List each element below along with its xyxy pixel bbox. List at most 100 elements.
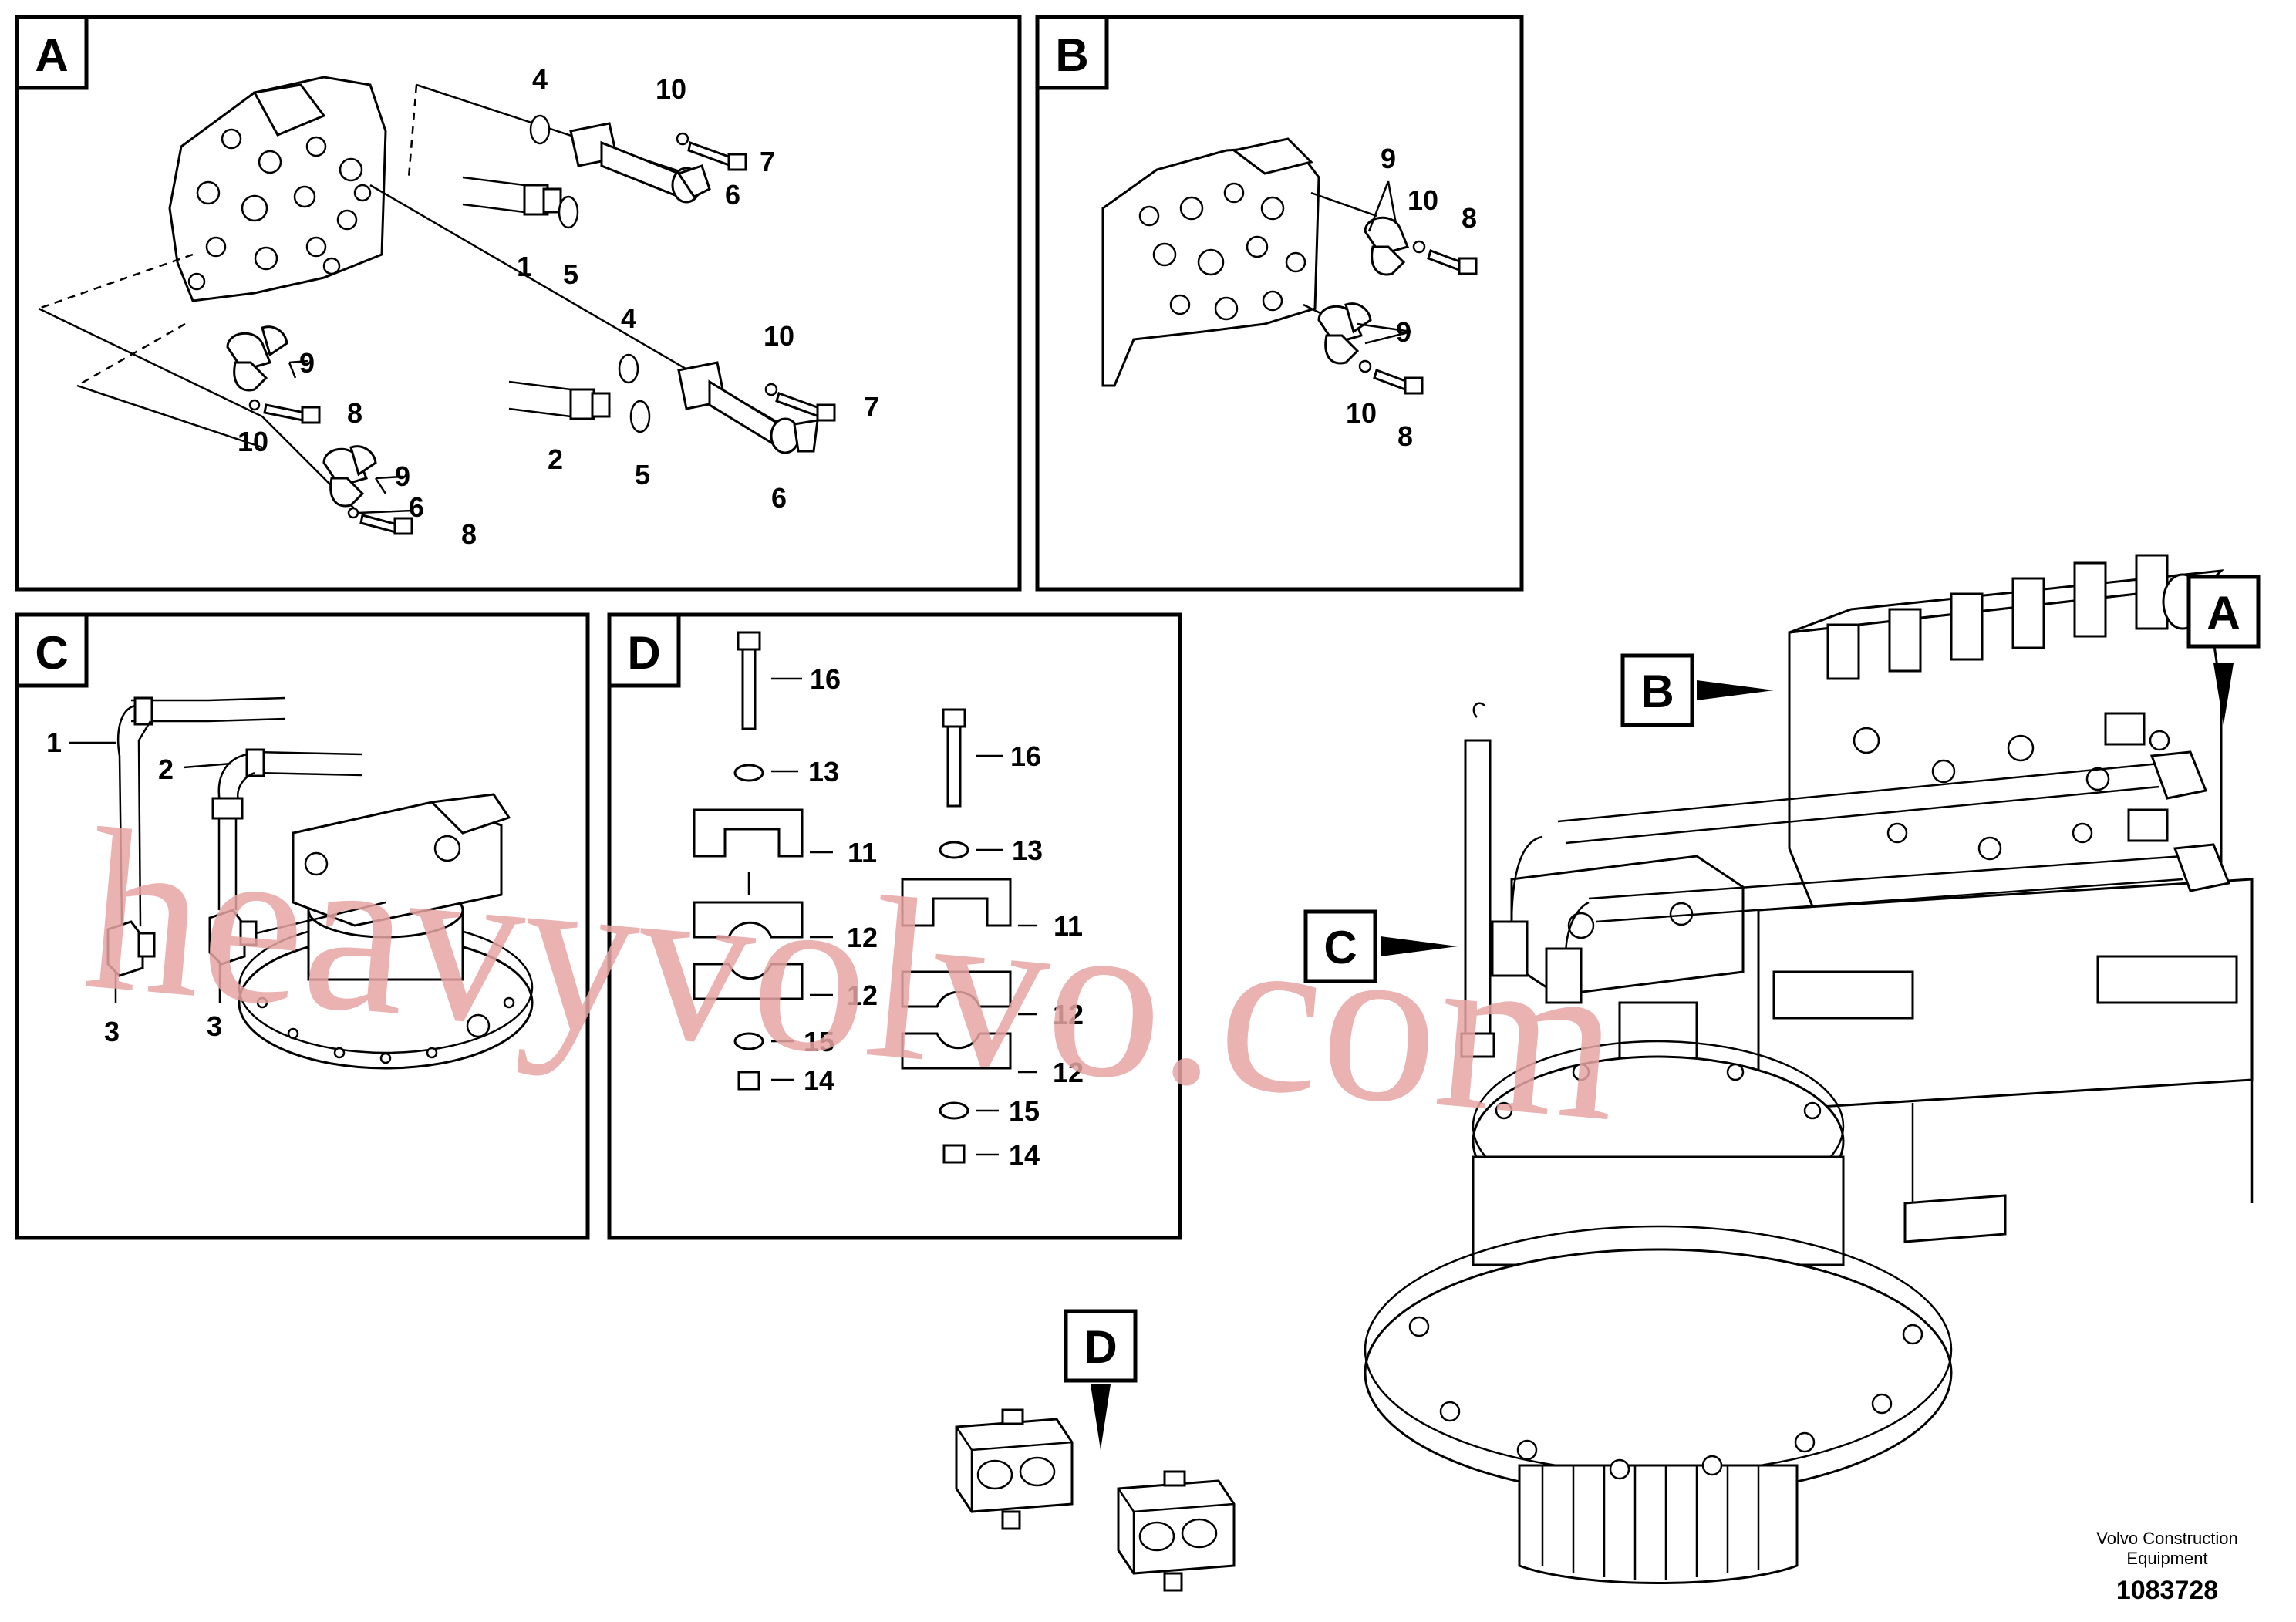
panel-a-frame: [15, 15, 1022, 592]
swing-motor-c: [238, 793, 534, 1070]
callout-b-label: B: [1640, 666, 1674, 717]
panel-a-tag-box: [15, 15, 89, 90]
credit-line-1: Volvo Construction: [2096, 1529, 2237, 1548]
hose-clamp-block-right: [1117, 1470, 1236, 1592]
panel-b: B: [1035, 15, 1524, 592]
callout-c-label: C: [1323, 922, 1357, 973]
label-14: 14: [804, 1064, 834, 1096]
panel-b-frame: [1035, 15, 1524, 592]
panel-d: D 16 13 11 12 12 15 14: [607, 612, 1182, 1240]
bolt-8-b-lower: [1358, 359, 1424, 395]
bolt-8-b-upper: [1412, 240, 1478, 275]
callout-a-label: A: [2207, 587, 2240, 639]
swing-motor-main: [1364, 855, 1953, 1584]
flange-6-lower: [677, 361, 819, 454]
label-11: 11: [1054, 910, 1083, 942]
leader-line: [38, 307, 356, 510]
label-11: 11: [848, 837, 877, 868]
panel-c-tag: C: [35, 627, 68, 679]
bolt-7-lower: [764, 383, 836, 422]
o-ring-5: [629, 400, 651, 433]
leader-line: [747, 677, 833, 1081]
label-8: 8: [1462, 202, 1477, 234]
label-10: 10: [1408, 184, 1438, 216]
callout-d: D: [1064, 1309, 1138, 1450]
panel-a: A: [15, 15, 1022, 592]
label-12: 12: [847, 922, 878, 953]
label-9: 9: [299, 347, 315, 379]
flange-6-upper: [569, 122, 711, 204]
lifting-rod: [1460, 702, 1495, 1058]
panel-b-tag: B: [1055, 29, 1088, 81]
bolt-8-lower: [347, 507, 413, 535]
panel-d-tag: D: [627, 627, 660, 679]
label-12: 12: [847, 980, 878, 1011]
split-flange-9-b-upper: [1364, 216, 1410, 276]
main-control-valve: [1788, 554, 2225, 927]
label-9: 9: [395, 460, 410, 492]
hose-2-c: [211, 748, 363, 910]
callout-d-arrow: [1091, 1384, 1111, 1450]
label-16: 16: [810, 663, 841, 695]
main-hoses: [1491, 712, 2231, 1004]
split-flange-9-lower: [322, 445, 377, 508]
o-ring-4: [529, 114, 551, 145]
split-flange-9-upper: [226, 325, 288, 392]
split-flange-9-b-lower: [1317, 302, 1372, 365]
control-valve-section-b: [1101, 137, 1320, 387]
label-8: 8: [461, 518, 477, 550]
label-9: 9: [1381, 143, 1396, 174]
fitting-3-right: [208, 901, 386, 1003]
leader-line: [1357, 180, 1412, 345]
leader-line: [288, 359, 413, 514]
fitting-3-left: [106, 920, 156, 1003]
label-6: 6: [409, 491, 424, 523]
credit-line-2: Equipment: [2126, 1549, 2207, 1568]
label-10: 10: [656, 73, 686, 105]
callout-b-arrow: [1697, 680, 1774, 700]
callout-a-arrow: [2213, 663, 2234, 725]
label-7: 7: [864, 391, 879, 423]
panel-d-tag-box: [607, 612, 681, 688]
panel-c-frame: [15, 612, 590, 1240]
leader-line: [976, 754, 1037, 1156]
dashed-line: [38, 253, 194, 387]
callout-c: C: [1303, 909, 1458, 983]
callout-d-label: D: [1084, 1321, 1117, 1373]
clamp-assembly-right: [901, 708, 1037, 1164]
label-8: 8: [347, 397, 362, 429]
label-13: 13: [808, 756, 839, 787]
label-1: 1: [46, 727, 62, 758]
label-13: 13: [1012, 835, 1043, 866]
panel-d-frame: [607, 612, 1182, 1240]
panel-b-tag-box: [1035, 15, 1109, 90]
bolt-7-upper: [676, 132, 747, 171]
hose-1: [462, 176, 562, 216]
callout-c-arrow: [1381, 936, 1458, 956]
label-15: 15: [1009, 1095, 1040, 1127]
label-3: 3: [207, 1010, 222, 1042]
hose-1-c: [116, 696, 286, 926]
label-5: 5: [635, 459, 650, 491]
label-15: 15: [804, 1026, 834, 1057]
hose-2: [508, 380, 611, 420]
clamp-assembly-left: [693, 631, 833, 1091]
control-valve-section-a: [168, 76, 387, 302]
label-8: 8: [1397, 420, 1413, 452]
label-10: 10: [238, 426, 268, 457]
label-4: 4: [621, 302, 636, 334]
label-12: 12: [1053, 999, 1084, 1030]
dashed-line: [407, 84, 418, 178]
label-4: 4: [532, 63, 548, 95]
hose-clamp-block-left: [955, 1408, 1074, 1530]
label-2: 2: [548, 443, 563, 475]
label-12: 12: [1053, 1057, 1084, 1088]
o-ring-5: [558, 195, 579, 229]
callout-b: B: [1620, 653, 1774, 727]
panel-c-tag-box: [15, 612, 89, 688]
o-ring-4: [618, 353, 639, 384]
panel-a-tag: A: [35, 29, 68, 81]
valve-support-frame: [1757, 878, 2254, 1243]
label-9: 9: [1396, 316, 1411, 348]
